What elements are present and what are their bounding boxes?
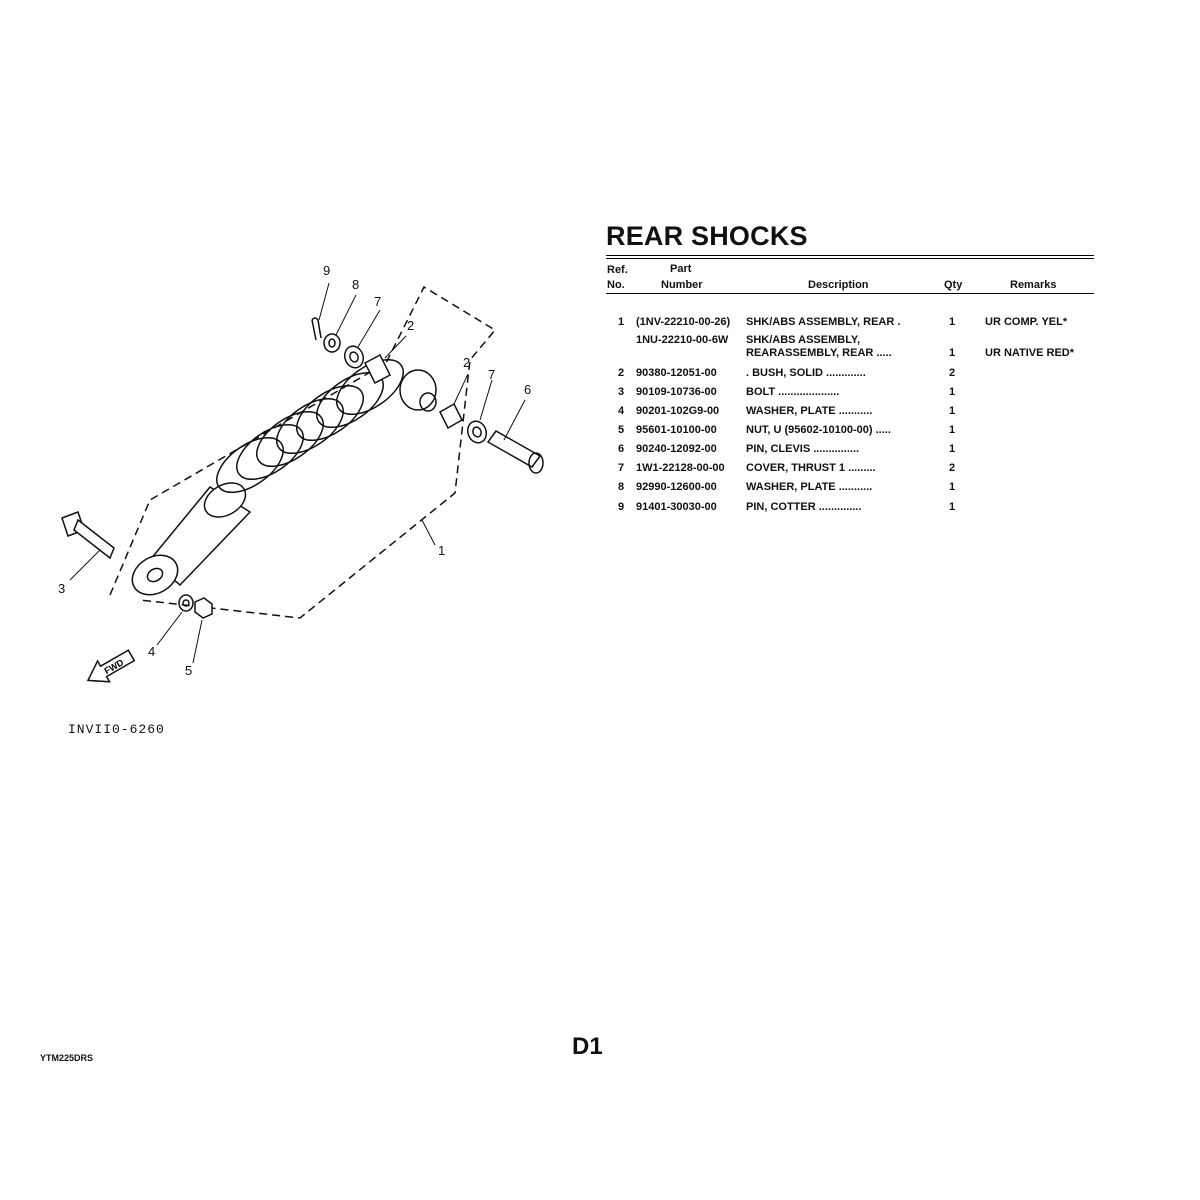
fwd-arrow-icon: FWD xyxy=(86,649,136,683)
callout-4: 4 xyxy=(148,644,155,659)
cell-ref: 3 xyxy=(618,386,625,398)
drawing-code: INVII0-6260 xyxy=(68,722,165,737)
cell-description: WASHER, PLATE ........... xyxy=(746,481,873,493)
cell-ref: 9 xyxy=(618,501,625,513)
cell-qty: 1 xyxy=(949,424,956,436)
assembly-outline xyxy=(109,285,497,619)
cell-ref: 1 xyxy=(618,316,625,328)
cell-qty: 2 xyxy=(949,462,956,474)
cell-ref: 5 xyxy=(618,424,625,436)
callout-7: 7 xyxy=(374,294,381,309)
cell-description: SHK/ABS ASSEMBLY, REAR . xyxy=(746,316,901,328)
cover-thrust-right xyxy=(466,420,488,444)
spring xyxy=(216,358,404,494)
cell-description: BOLT .................... xyxy=(746,386,840,398)
cell-description: PIN, COTTER .............. xyxy=(746,501,862,513)
cell-qty: 1 xyxy=(949,347,956,359)
nut xyxy=(194,597,213,619)
header-description: Description xyxy=(808,279,869,291)
cell-qty: 1 xyxy=(949,386,956,398)
cell-ref: 4 xyxy=(618,405,625,417)
header-rule xyxy=(606,293,1094,294)
cell-description: NUT, U (95602-10100-00) ..... xyxy=(746,424,891,436)
callout-1: 1 xyxy=(438,543,445,558)
footer-code: YTM225DRS xyxy=(40,1053,94,1063)
header-part-2: Number xyxy=(661,279,703,291)
cotter-pin xyxy=(311,317,322,341)
bolt xyxy=(61,511,115,560)
cell-part-number: 90380-12051-00 xyxy=(636,367,717,379)
cell-remarks: UR NATIVE RED* xyxy=(985,347,1075,359)
header-ref-1: Ref. xyxy=(607,264,628,276)
cell-qty: 1 xyxy=(949,316,956,328)
callout-2b: 2 xyxy=(463,355,470,370)
callout-7b: 7 xyxy=(488,367,495,382)
upper-eye xyxy=(399,369,437,411)
cell-qty: 1 xyxy=(949,481,956,493)
cell-part-number: 95601-10100-00 xyxy=(636,424,717,436)
cell-qty: 1 xyxy=(949,405,956,417)
cell-description: SHK/ABS ASSEMBLY, xyxy=(746,334,861,346)
callout-2: 2 xyxy=(407,318,414,333)
cell-part-number: 91401-30030-00 xyxy=(636,501,717,513)
callout-5: 5 xyxy=(185,663,192,678)
washer-plate-upper xyxy=(323,333,341,353)
washer-plate-lower xyxy=(178,594,194,612)
cell-ref: 6 xyxy=(618,443,625,455)
cell-qty: 1 xyxy=(949,443,956,455)
title-rule xyxy=(606,255,1094,256)
callout-6: 6 xyxy=(524,382,531,397)
leader-lines xyxy=(69,282,526,664)
cell-description: PIN, CLEVIS ............... xyxy=(746,443,860,455)
cell-qty: 2 xyxy=(949,367,956,379)
cell-part-number: (1NV-22210-00-26) xyxy=(636,316,731,328)
header-qty: Qty xyxy=(944,279,963,291)
lower-eye xyxy=(131,554,179,596)
exploded-diagram: 9 8 7 2 2 7 6 3 4 5 1 FWD INVII0-6260 xyxy=(58,263,544,737)
cell-part-number: 92990-12600-00 xyxy=(636,481,717,493)
cell-description: . BUSH, SOLID ............. xyxy=(746,367,866,379)
clevis-pin xyxy=(486,430,542,468)
bush-upper xyxy=(364,353,391,385)
page-id: D1 xyxy=(572,1033,603,1060)
cell-part-number: 90240-12092-00 xyxy=(636,443,717,455)
cell-ref: 7 xyxy=(618,462,625,474)
header-ref-2: No. xyxy=(607,279,625,291)
cell-qty: 1 xyxy=(949,501,956,513)
cell-ref: 8 xyxy=(618,481,625,493)
cell-description: WASHER, PLATE ........... xyxy=(746,405,873,417)
cell-remarks: UR COMP. YEL* xyxy=(985,316,1068,328)
bush-right xyxy=(439,402,463,430)
callout-9: 9 xyxy=(323,263,330,278)
cell-part-number: 90201-102G9-00 xyxy=(636,405,720,417)
cell-part-number: 90109-10736-00 xyxy=(636,386,717,398)
callout-8: 8 xyxy=(352,277,359,292)
cell-description-line-2: REARASSEMBLY, REAR ..... xyxy=(746,347,892,359)
header-part-1: Part xyxy=(670,263,692,275)
callout-3: 3 xyxy=(58,581,65,596)
cell-part-number: 1NU-22210-00-6W xyxy=(636,334,729,346)
title-rule-2 xyxy=(606,258,1094,259)
page-title: REAR SHOCKS xyxy=(606,221,808,251)
cell-description: COVER, THRUST 1 ......... xyxy=(746,462,876,474)
cover-thrust-upper xyxy=(343,345,365,369)
header-remarks: Remarks xyxy=(1010,279,1057,291)
cell-ref: 2 xyxy=(618,367,625,379)
cell-part-number: 1W1-22128-00-00 xyxy=(636,462,725,474)
